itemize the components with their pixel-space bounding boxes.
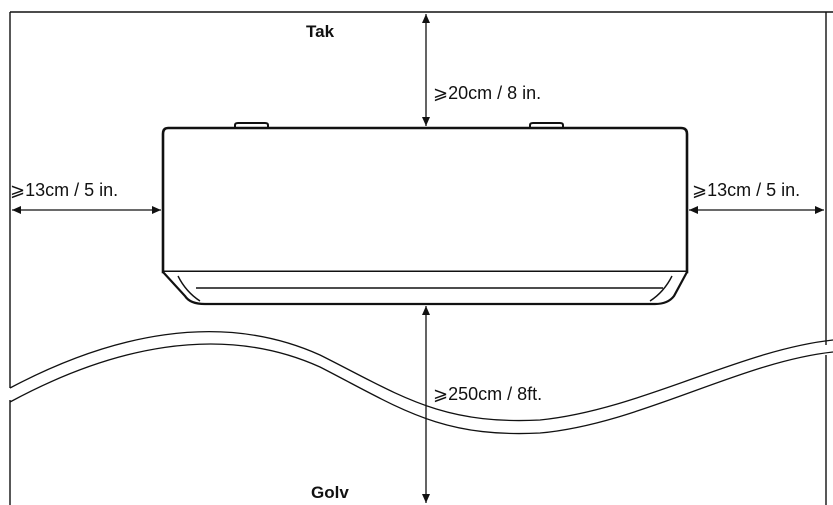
ceiling-label: Tak <box>306 22 335 41</box>
louver-edge-right <box>649 275 673 302</box>
ac-indoor-unit <box>161 122 689 306</box>
left-clearance-label: ⩾13cm / 5 in. <box>10 180 119 200</box>
break-line-lower <box>9 343 833 435</box>
floor-label: Golv <box>311 483 349 502</box>
break-line-upper <box>9 331 833 422</box>
dimension-arrows <box>12 13 824 503</box>
louver-edge-left <box>177 275 201 302</box>
top-clearance-label: ⩾20cm / 8 in. <box>433 83 542 103</box>
floor-clearance-label: ⩾250cm / 8ft. <box>433 384 543 404</box>
room-outline <box>9 11 833 505</box>
right-clearance-label: ⩾13cm / 5 in. <box>692 180 801 200</box>
unit-body <box>161 126 689 274</box>
break-lines <box>9 331 833 435</box>
